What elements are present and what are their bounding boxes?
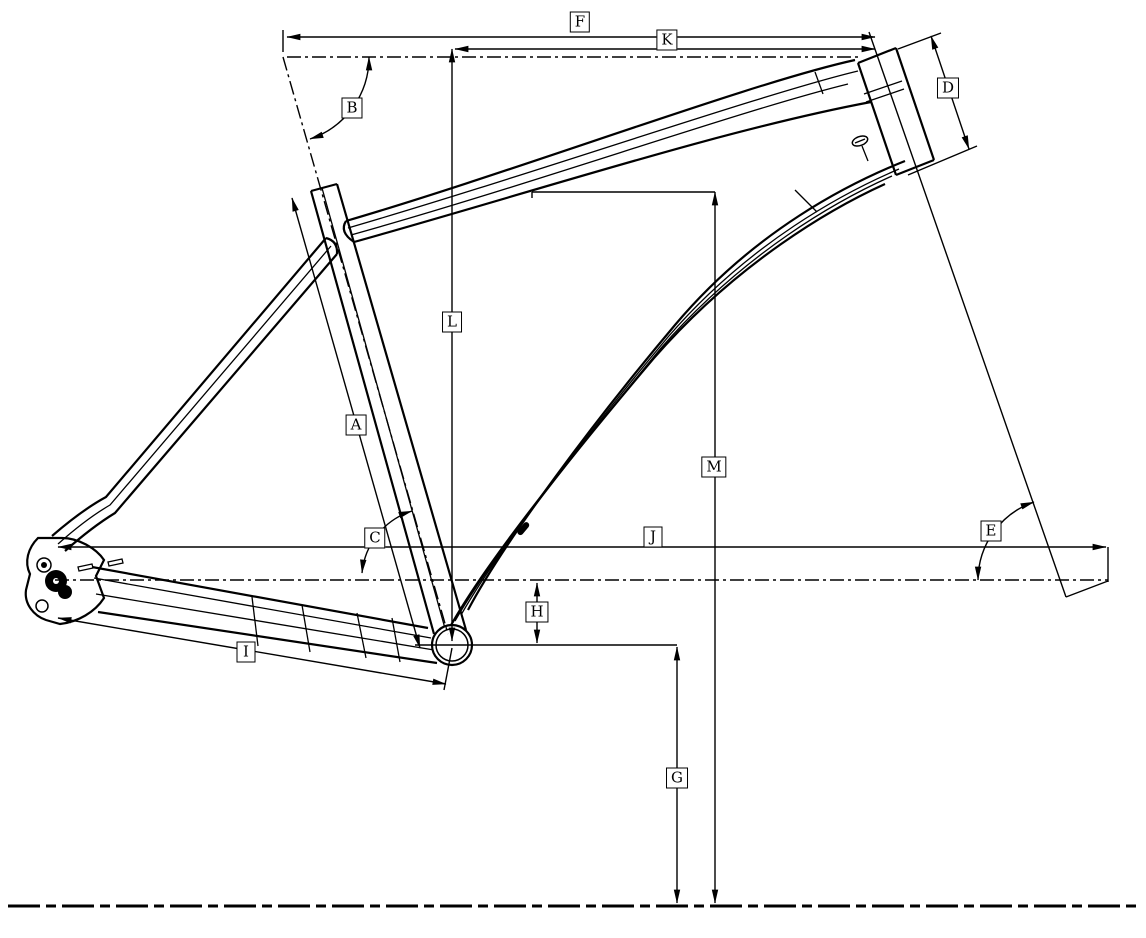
- dim-label-f: F: [569, 11, 591, 33]
- steering-axis-line: [868, 31, 1067, 598]
- dim-label-c: C: [364, 527, 386, 549]
- downtube-cable-port: [517, 522, 530, 536]
- dim-label-g: G: [666, 767, 688, 789]
- head-tube: [851, 46, 936, 177]
- dim-label-h: H: [525, 601, 549, 623]
- chain-stays: [77, 558, 438, 665]
- dimension-lines: [55, 30, 1109, 904]
- dim-label-b: B: [341, 97, 363, 119]
- dim-label-i: I: [236, 641, 256, 663]
- dim-label-a: A: [345, 414, 367, 436]
- dim-label-m: M: [701, 456, 727, 478]
- dim-label-j: J: [643, 526, 663, 548]
- rear-dropout: [24, 536, 106, 626]
- dim-label-d: D: [936, 77, 960, 99]
- dim-label-k: K: [656, 29, 678, 51]
- dim-label-e: E: [980, 520, 1002, 542]
- dim-label-l: L: [442, 311, 462, 333]
- seat-stays: [51, 236, 339, 552]
- down-tube: [449, 159, 906, 628]
- seat-tube: [309, 182, 468, 635]
- frame-tubes: [24, 46, 936, 667]
- top-tube: [342, 58, 872, 244]
